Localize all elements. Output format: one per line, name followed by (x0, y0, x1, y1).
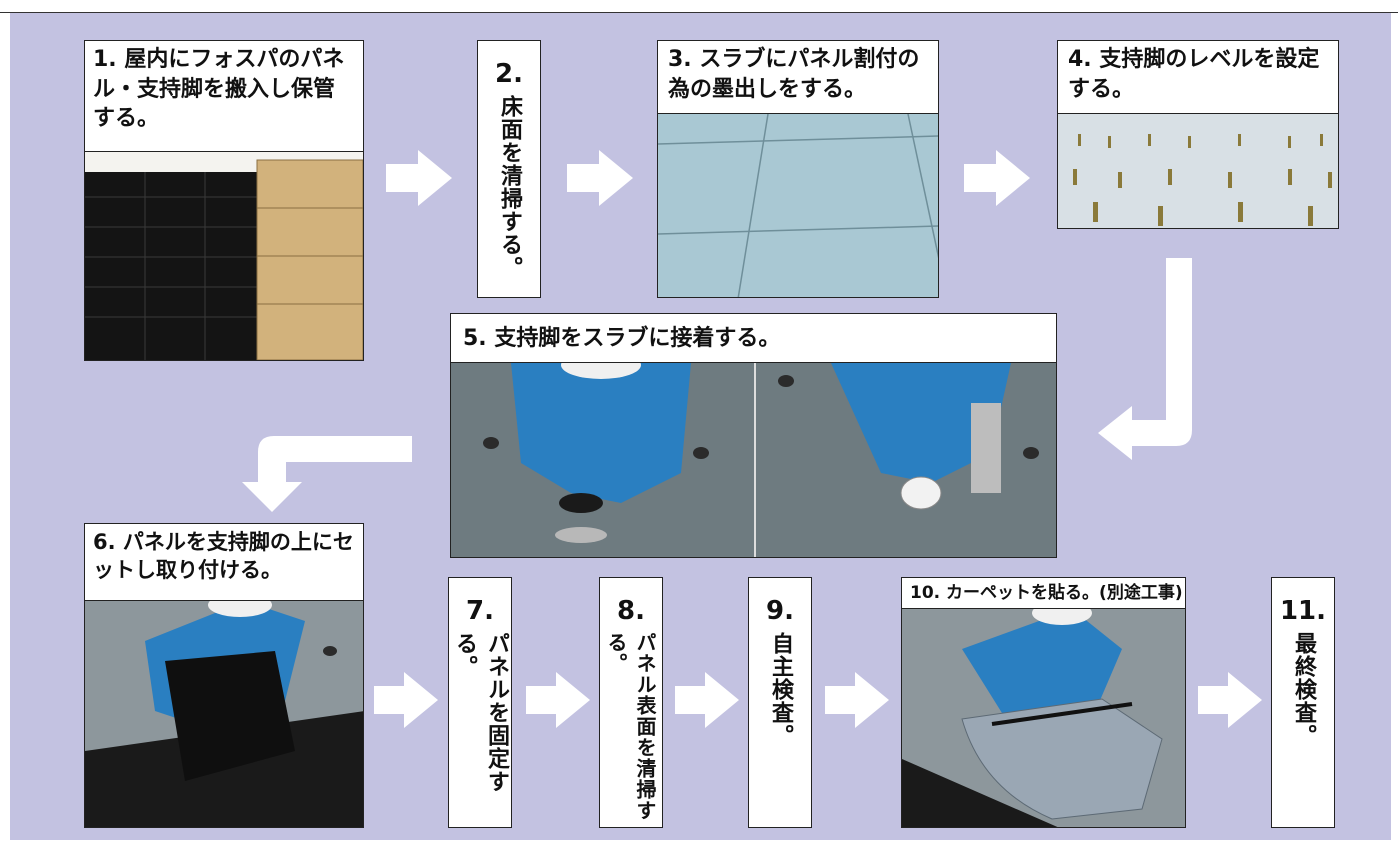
u-turn-arrow-icon-4to5 (1098, 258, 1192, 460)
step5-text: 支持脚をスラブに接着する。 (494, 326, 781, 351)
step9-number: 9. (766, 596, 794, 626)
step4-photo-pedestals (1057, 113, 1339, 229)
step4-text: 支持脚のレベルを設定する。 (1068, 47, 1320, 102)
step5-caption: 5. 支持脚をスラブに接着する。 (450, 313, 1057, 363)
step1-photo-storage (84, 151, 364, 361)
u-turn-arrow-icon-5to6 (242, 436, 412, 512)
step11-box: 11. 最終検査。 (1271, 577, 1335, 828)
top-rule (0, 12, 1398, 13)
step10-text: カーペットを貼る。(別途工事) (946, 583, 1183, 603)
right-arrow-icon-1to2 (386, 150, 452, 206)
step2-number: 2. (495, 59, 523, 89)
step3-text: スラブにパネル割付の為の墨出しをする。 (668, 47, 920, 102)
step2-text: 床面を清掃する。 (497, 95, 522, 279)
step8-number: 8. (617, 596, 645, 626)
step11-text: 最終検査。 (1291, 632, 1316, 747)
step6-text: パネルを支持脚の上にセットし取り付ける。 (93, 530, 354, 583)
panel-set-photo-illustration (85, 601, 363, 827)
step7-number: 7. (466, 596, 494, 626)
right-arrow-icon-8to9 (675, 672, 739, 728)
storage-photo-illustration (85, 152, 363, 360)
step5-photo-bonding (450, 362, 1057, 558)
step3-caption: 3. スラブにパネル割付の為の墨出しをする。 (657, 40, 939, 114)
step5-number: 5. (463, 326, 487, 351)
step2-box: 2. 床面を清掃する。 (477, 40, 541, 298)
step7-box: 7. パネルを固定する。 (448, 577, 512, 828)
step10-number: 10. (910, 583, 941, 603)
step1-caption: 1. 屋内にフォスパのパネル・支持脚を搬入し保管する。 (84, 40, 364, 152)
step8-text: パネル表面を清掃する。 (604, 632, 657, 821)
step6-number: 6. (93, 530, 116, 554)
step10-photo-carpet (901, 608, 1186, 828)
right-arrow-icon-7to8 (526, 672, 590, 728)
step1-number: 1. (93, 47, 117, 72)
slab-photo-illustration (658, 114, 938, 297)
step10-caption: 10. カーペットを貼る。(別途工事) (901, 577, 1186, 609)
right-arrow-icon-9to10 (825, 672, 889, 728)
carpet-photo-illustration (902, 609, 1185, 827)
step4-number: 4. (1068, 47, 1092, 72)
step8-box: 8. パネル表面を清掃する。 (599, 577, 663, 828)
right-arrow-icon-10to11 (1198, 672, 1262, 728)
step6-photo-panel-set (84, 600, 364, 828)
step9-text: 自主検査。 (768, 632, 793, 747)
right-arrow-icon-6to7 (374, 672, 438, 728)
step3-photo-slab (657, 113, 939, 298)
right-arrow-icon-3to4 (964, 150, 1030, 206)
bonding-photo-illustration (451, 363, 1056, 557)
step6-caption: 6. パネルを支持脚の上にセットし取り付ける。 (84, 523, 364, 601)
pedestals-photo-illustration (1058, 114, 1338, 228)
step11-number: 11. (1279, 596, 1327, 626)
step3-number: 3. (668, 47, 692, 72)
step4-caption: 4. 支持脚のレベルを設定する。 (1057, 40, 1339, 114)
step9-box: 9. 自主検査。 (748, 577, 812, 828)
step1-text: 屋内にフォスパのパネル・支持脚を搬入し保管する。 (93, 47, 345, 132)
step7-text: パネルを固定する。 (452, 632, 509, 793)
right-arrow-icon-2to3 (567, 150, 633, 206)
